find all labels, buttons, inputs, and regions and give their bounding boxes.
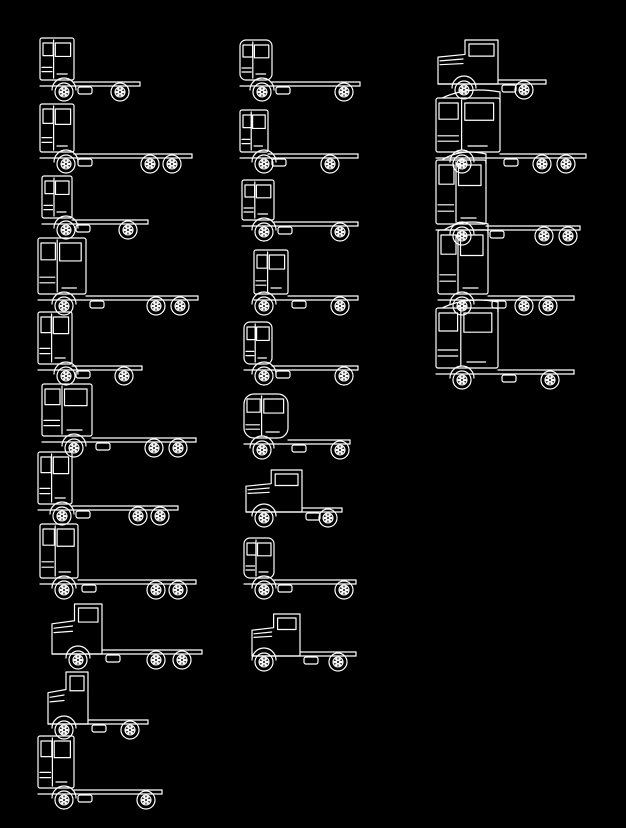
truck-elevation-t7 [42,176,148,239]
wheel [331,441,349,459]
truck-elevation-t4 [40,104,192,173]
wheel [515,81,533,99]
wheel [141,155,159,173]
truck-elevation-t5 [240,110,358,173]
wheel [52,292,76,315]
wheel [147,651,165,669]
wheel [115,367,133,385]
wheel [450,366,474,389]
wheel [541,371,559,389]
wheel [137,791,155,809]
wheel [450,150,474,173]
wheel [66,646,90,669]
wheel [252,362,276,385]
wheel [145,439,163,457]
truck-elevation-t11 [252,250,358,315]
wheel [250,78,274,101]
wheel [535,227,553,245]
wheel [250,436,274,459]
wheel [50,502,74,525]
wheel [171,297,189,315]
wheel [559,227,577,245]
wheel [52,716,76,739]
wheel [331,297,349,315]
wheel [147,297,165,315]
truck-elevation-t10 [38,238,198,315]
truck-elevation-t20 [40,524,196,599]
wheel [515,297,533,315]
wheel [52,78,76,101]
wheel [252,150,276,173]
wheel [450,292,474,315]
wheel [452,76,476,99]
wheel [557,155,575,173]
wheel [52,576,76,599]
wheel [329,653,347,671]
wheel [252,504,276,527]
truck-elevation-t1 [40,38,140,101]
wheel [539,297,557,315]
wheel [151,507,169,525]
wheel [169,581,187,599]
wheel [163,155,181,173]
wheel [252,576,276,599]
truck-elevation-t17 [244,394,350,459]
wheel [331,223,349,241]
truck-elevation-t21 [244,538,356,599]
wheel [111,83,129,101]
truck-elevation-t24 [48,672,148,739]
wheel [62,434,86,457]
truck-elevation-t6 [436,90,586,173]
wheel [335,83,353,101]
truck-elevation-t2 [240,40,360,101]
truck-elevation-t19 [246,470,342,527]
wheel [319,509,337,527]
truck-elevation-t14 [244,322,358,385]
wheel [252,292,276,315]
wheel [450,222,474,245]
wheel [119,221,137,239]
truck-elevation-t25 [38,736,162,809]
truck-elevation-t8 [242,180,358,241]
wheel [335,581,353,599]
truck-elevation-t12 [438,222,574,315]
truck-elevation-t9 [436,152,580,245]
wheel [252,218,276,241]
wheel [129,507,147,525]
wheel [54,150,78,173]
truck-elevation-t18 [38,452,178,525]
wheel [252,648,276,671]
wheel [173,651,191,669]
wheel [121,721,139,739]
truck-elevation-t3 [438,40,546,99]
truck-elevation-t15 [436,300,574,389]
wheel [533,155,551,173]
wheel [54,216,78,239]
wheel [147,581,165,599]
truck-elevation-t16 [42,384,196,457]
wheel [321,155,339,173]
wheel [335,367,353,385]
wheel [52,786,76,809]
truck-elevation-t22 [52,604,202,669]
wheel [54,362,78,385]
truck-elevation-t23 [252,614,356,671]
truck-elevation-t13 [38,312,142,385]
wheel [169,439,187,457]
